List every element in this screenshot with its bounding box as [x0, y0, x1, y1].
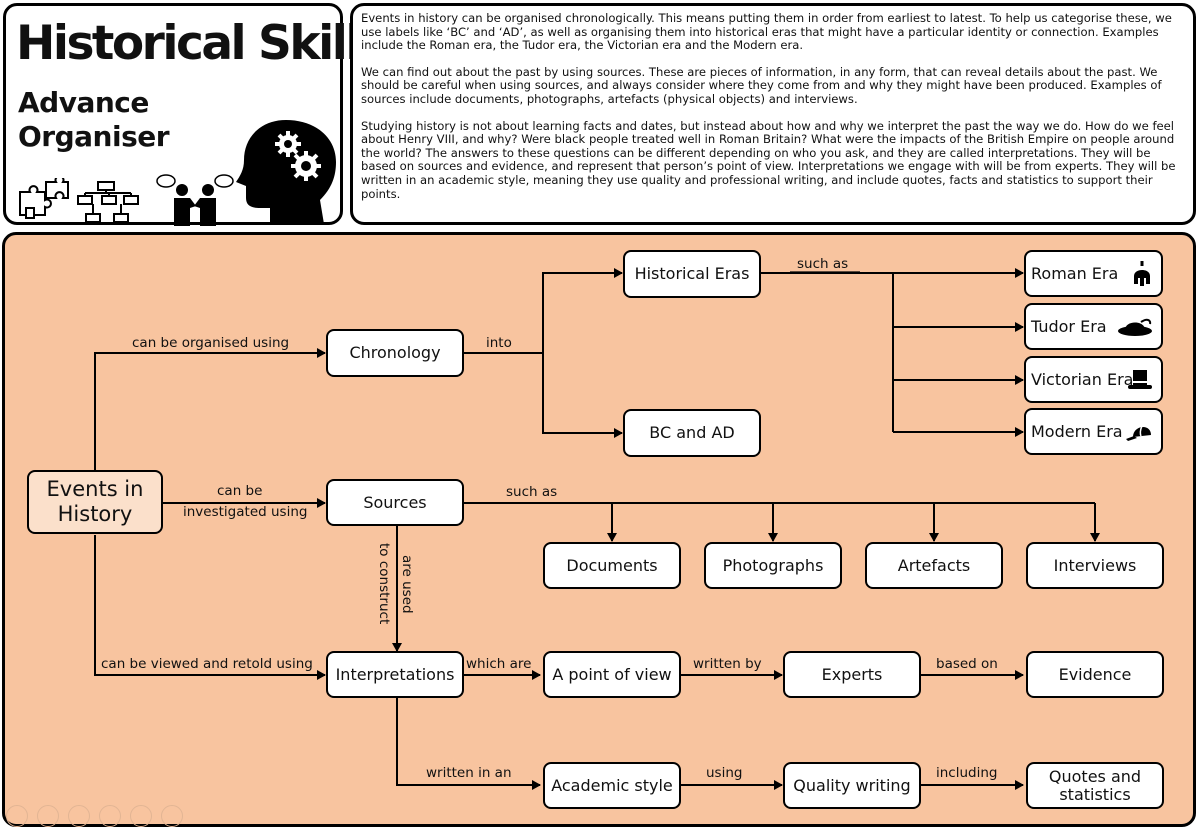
- connector-lines: [94, 268, 1100, 790]
- page-subtitle: Advance Organiser: [18, 86, 170, 153]
- node-experts: Experts: [783, 651, 921, 698]
- link-label-are-used: are used: [399, 555, 415, 614]
- node-events-in-history: Events in History: [27, 470, 163, 534]
- node-roman-era: Roman Era: [1024, 250, 1163, 297]
- link-label-investigated: investigated using: [183, 504, 308, 520]
- link-label-such-as-eras: such as: [797, 256, 849, 272]
- puzzle-pieces-icon: [19, 178, 69, 219]
- concept-map-panel: can be organised using into such as can …: [2, 232, 1196, 827]
- toolbar-zoom-icon[interactable]: [130, 805, 152, 827]
- node-victorian-era-label: Victorian Era: [1031, 369, 1134, 389]
- talking-people-icon: [156, 174, 234, 226]
- intro-paragraph-interpretations: Studying history is not about learning f…: [361, 118, 1176, 201]
- link-label-organised: can be organised using: [132, 335, 290, 351]
- link-label-using: using: [706, 765, 743, 781]
- link-label-which-are: which are: [466, 656, 532, 672]
- node-tudor-era-label: Tudor Era: [1031, 316, 1107, 336]
- page-title: Historical Skills: [16, 16, 387, 71]
- node-interviews: Interviews: [1026, 542, 1164, 589]
- link-label-written-by: written by: [693, 656, 762, 672]
- title-panel: Historical Skills Advance Organiser: [3, 3, 387, 226]
- node-modern-era-label: Modern Era: [1031, 421, 1123, 441]
- head-gears-icon: [236, 120, 336, 224]
- intro-paragraph-sources: We can find out about the past by using …: [361, 64, 1162, 106]
- node-chronology: Chronology: [326, 329, 464, 377]
- baseball-cap-icon: [1126, 425, 1151, 441]
- link-label-viewed: can be viewed and retold using: [101, 656, 313, 672]
- intro-paragraph-chronology: Events in history can be organised chron…: [361, 11, 1172, 53]
- node-modern-era: Modern Era: [1024, 408, 1163, 455]
- top-hat-icon: [1128, 369, 1152, 389]
- flowchart-icon: [77, 181, 139, 223]
- toolbar-more-icon[interactable]: [161, 805, 183, 827]
- node-academic-style: Academic style: [543, 762, 681, 809]
- node-quality-writing: Quality writing: [783, 762, 921, 809]
- node-artefacts: Artefacts: [865, 542, 1003, 589]
- toolbar-back-icon[interactable]: [6, 805, 28, 827]
- node-victorian-era: Victorian Era: [1024, 356, 1163, 403]
- intro-panel: Events in history can be organised chron…: [350, 3, 1196, 225]
- node-interpretations: Interpretations: [326, 651, 464, 698]
- toolbar-play-icon[interactable]: [37, 805, 59, 827]
- node-photographs: Photographs: [704, 542, 842, 589]
- node-documents: Documents: [543, 542, 681, 589]
- node-point-of-view: A point of view: [543, 651, 681, 698]
- link-label-can-be: can be: [217, 483, 263, 499]
- node-tudor-era: Tudor Era: [1024, 303, 1163, 350]
- link-label-written-in: written in an: [426, 765, 512, 781]
- node-bc-and-ad: BC and AD: [623, 409, 761, 457]
- tudor-hat-icon: [1118, 318, 1152, 336]
- toolbar-pen-icon[interactable]: [68, 805, 90, 827]
- link-label-including: including: [936, 765, 998, 781]
- viewer-toolbar: [6, 805, 183, 827]
- node-quotes-and-statistics: Quotes and statistics: [1026, 762, 1164, 809]
- node-historical-eras: Historical Eras: [623, 250, 761, 298]
- link-label-to-construct: to construct: [376, 543, 392, 625]
- roman-helmet-icon: [1134, 260, 1150, 286]
- link-label-based-on: based on: [936, 656, 998, 672]
- node-evidence: Evidence: [1026, 651, 1164, 698]
- link-label-into: into: [486, 335, 512, 351]
- link-label-such-as-sources: such as: [506, 484, 558, 500]
- node-roman-era-label: Roman Era: [1031, 263, 1119, 283]
- node-sources: Sources: [326, 479, 464, 526]
- toolbar-slides-icon[interactable]: [99, 805, 121, 827]
